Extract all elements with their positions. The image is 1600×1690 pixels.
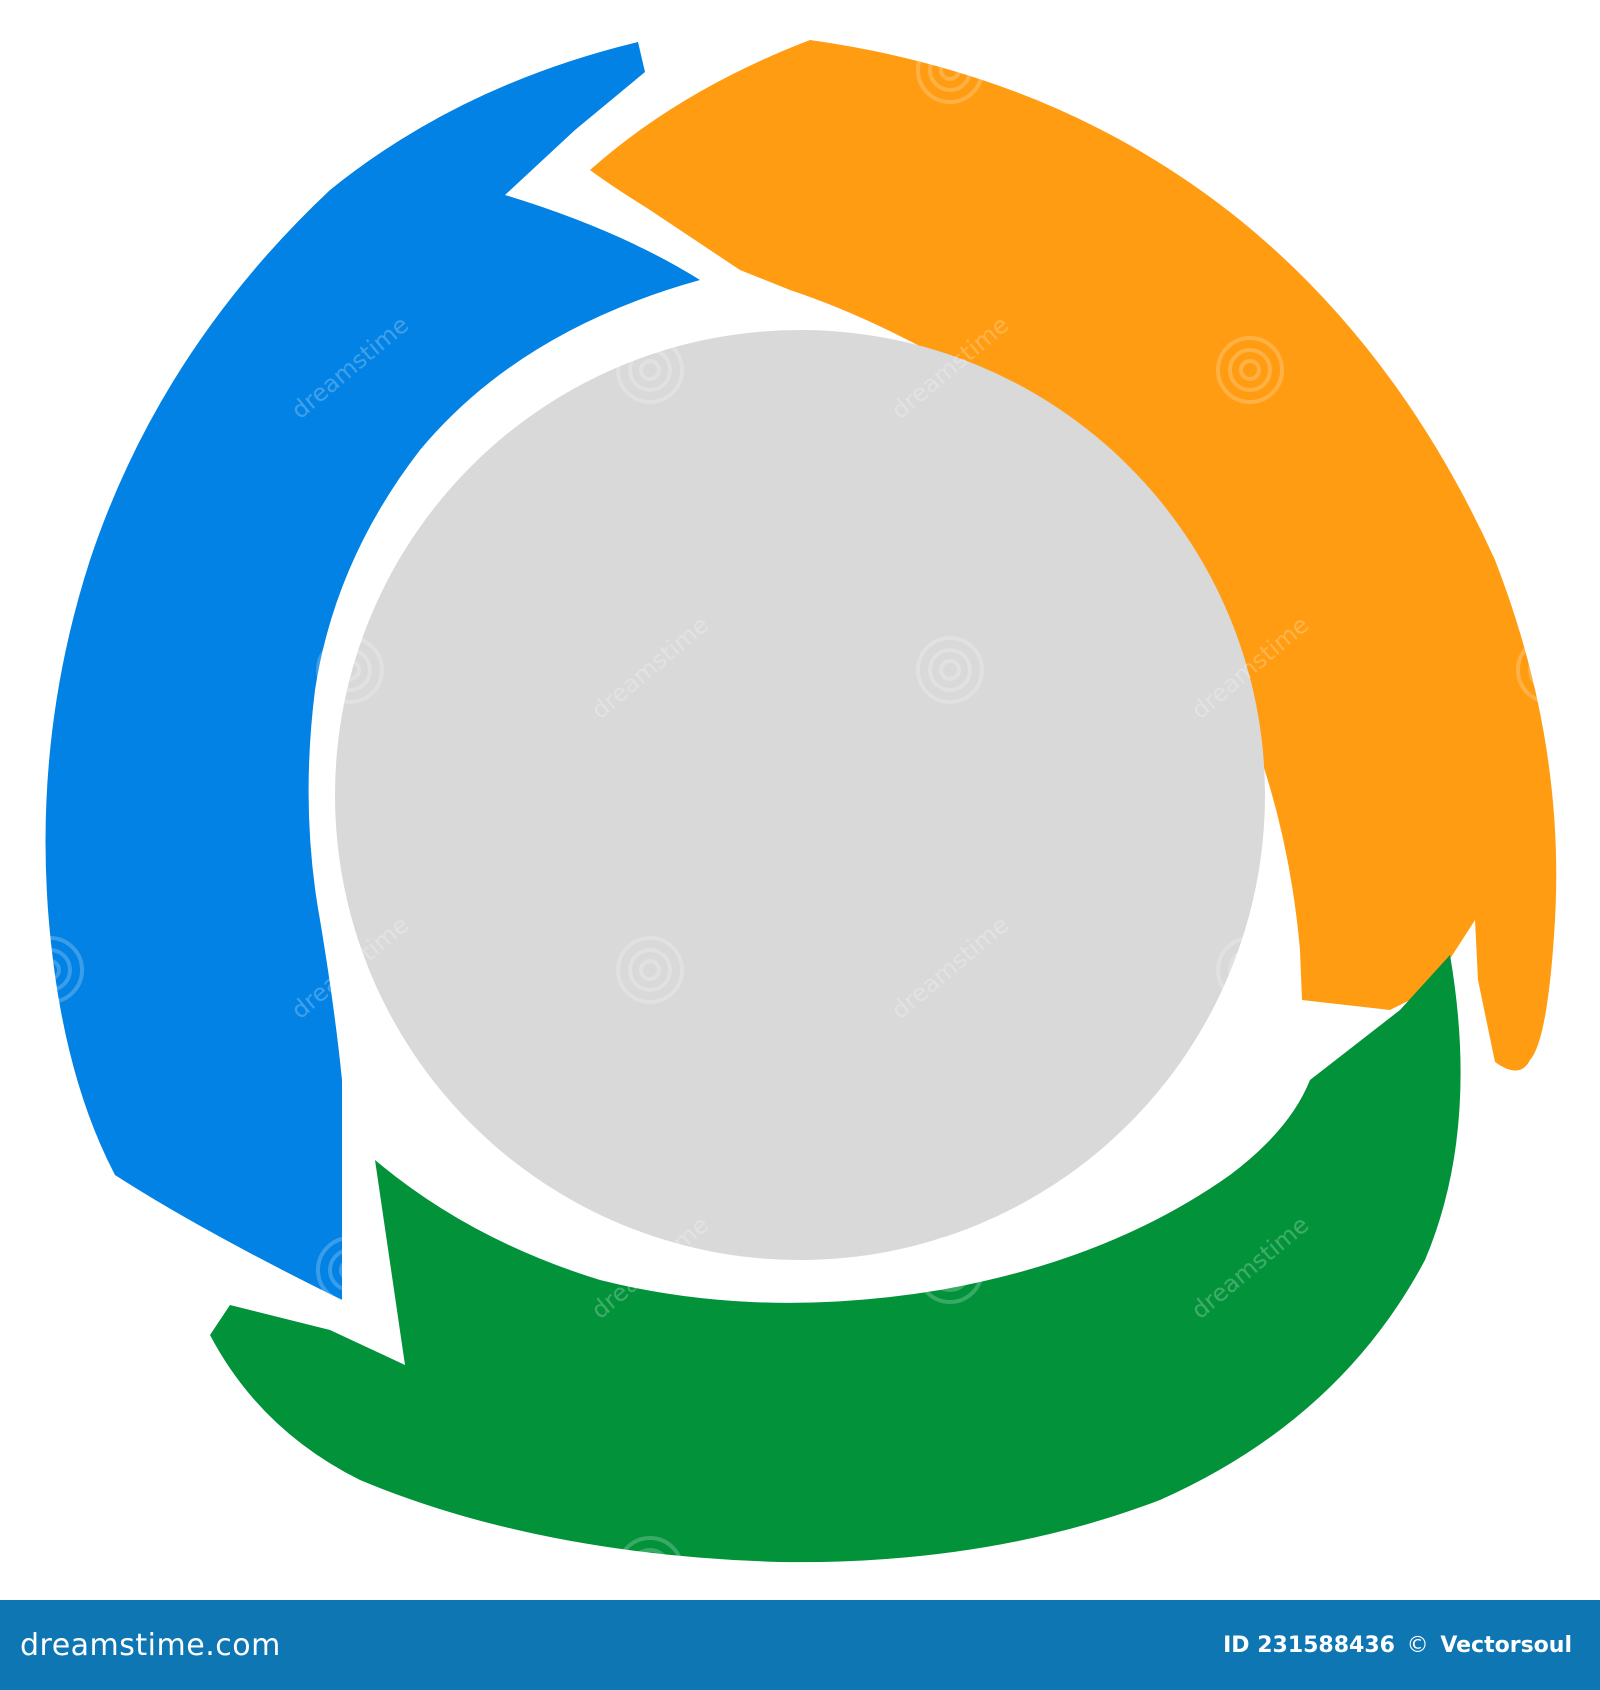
spiral-logo-icon [916, 36, 984, 104]
center-circle [335, 330, 1265, 1260]
copyright-symbol: © [1406, 1632, 1429, 1658]
spiral-logo-icon [16, 336, 84, 404]
green-arrow [210, 955, 1461, 1563]
spiral-logo-icon [916, 1236, 984, 1304]
spiral-logo-icon [616, 936, 684, 1004]
image-id: ID 231588436 [1223, 1632, 1395, 1658]
spiral-logo-icon [316, 36, 384, 104]
footer-bar: dreamstime.com ID 231588436 © Vectorsoul [0, 1600, 1600, 1690]
spiral-logo-icon [316, 1236, 384, 1304]
cycle-diagram: dreamstime dreamstime dreamstime dreamst… [16, 36, 1584, 1600]
footer-credit: ID 231588436 © Vectorsoul [1223, 1633, 1572, 1658]
spiral-logo-icon [616, 336, 684, 404]
spiral-logo-icon [1216, 1536, 1284, 1600]
watermark-layer [16, 36, 1584, 1600]
blue-arrow [45, 42, 700, 1300]
spiral-logo-icon [1516, 636, 1584, 704]
spiral-logo-icon [1216, 936, 1284, 1004]
footer-site: dreamstime.com [20, 1627, 281, 1663]
orange-arrow [590, 40, 1557, 1071]
author-name: Vectorsoul [1440, 1632, 1572, 1658]
spiral-logo-icon [1216, 336, 1284, 404]
footer-logo: dreamstime.com [20, 1628, 281, 1663]
spiral-logo-icon [16, 936, 84, 1004]
spiral-logo-icon [916, 636, 984, 704]
spiral-logo-icon [616, 1536, 684, 1600]
spiral-logo-icon [316, 636, 384, 704]
